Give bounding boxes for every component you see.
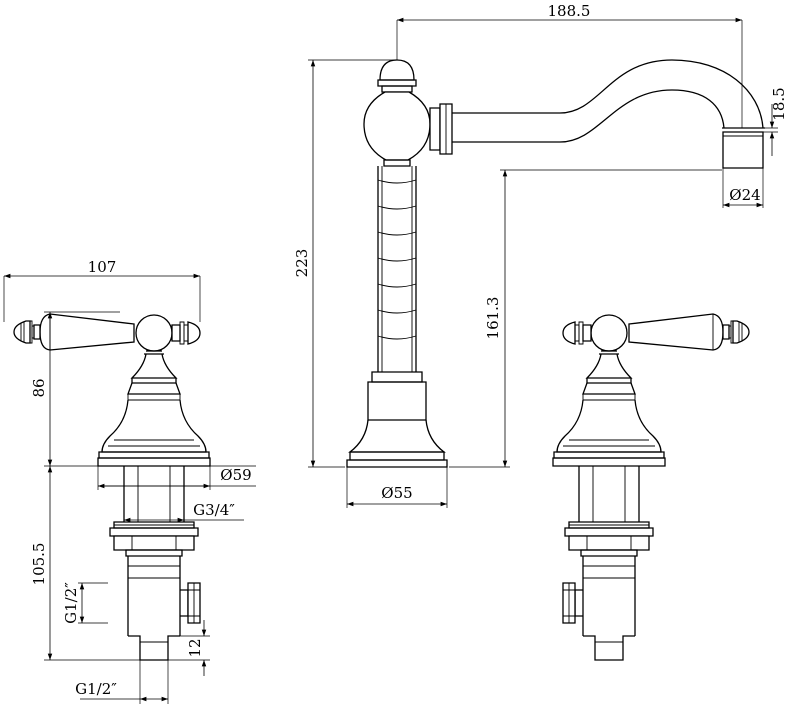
dim-spout-height: 223 bbox=[293, 249, 311, 278]
dim-valve-flange-diameter: Ø59 bbox=[220, 466, 251, 484]
dim-valve-body-length: 105.5 bbox=[30, 543, 48, 586]
left-valve bbox=[13, 313, 211, 661]
spout-assembly bbox=[346, 59, 765, 468]
right-valve bbox=[552, 313, 750, 661]
dim-valve-thread: G3/4″ bbox=[193, 501, 235, 519]
dim-bottom-thread-length: 12 bbox=[186, 638, 204, 657]
dim-spout-base-diameter: Ø55 bbox=[381, 484, 412, 502]
dim-handle-height: 86 bbox=[30, 378, 48, 397]
dim-side-inlet-thread: G1/2″ bbox=[62, 582, 80, 624]
dim-spout-reach: 188.5 bbox=[548, 2, 591, 20]
dim-outlet-height: 18.5 bbox=[770, 87, 788, 120]
dim-bottom-inlet-thread: G1/2″ bbox=[75, 680, 117, 698]
dim-handle-width: 107 bbox=[88, 258, 117, 276]
dim-spout-clearance: 161.3 bbox=[484, 297, 502, 340]
dim-outlet-diameter: Ø24 bbox=[729, 186, 760, 204]
